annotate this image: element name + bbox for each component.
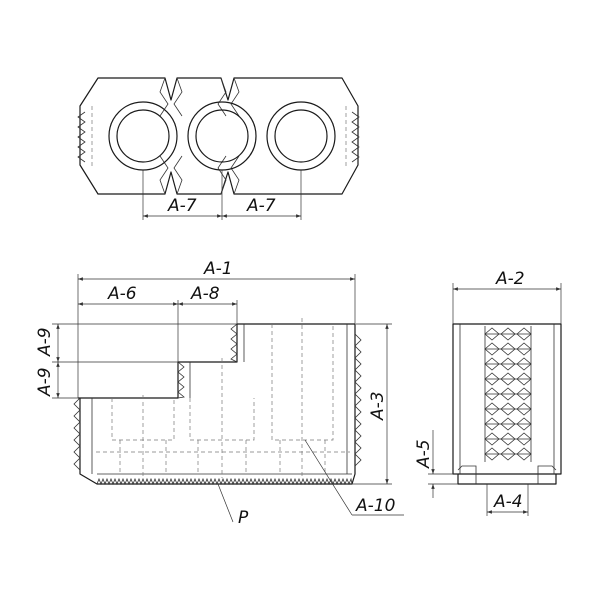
bolt-hole-right (266, 101, 336, 171)
front-view: A-1 A-6 A-8 A-9 A-9 A-3 A-10 P (35, 259, 404, 528)
front-right-serration (354, 333, 362, 467)
label-a6: A-6 (107, 284, 137, 304)
label-a3: A-3 (368, 391, 388, 421)
top-slot-zigzag-left (159, 77, 169, 195)
label-a2: A-2 (495, 269, 525, 289)
step-serration-high (230, 323, 238, 363)
side-view-knurl-pattern (484, 326, 532, 462)
top-view: A-7 A-7 (77, 77, 360, 220)
label-a9-top: A-9 (35, 327, 55, 357)
label-a10: A-10 (355, 496, 395, 516)
label-a4: A-4 (493, 492, 523, 512)
label-a1: A-1 (203, 259, 233, 279)
top-left-serration (77, 111, 86, 163)
top-right-serration (351, 111, 360, 163)
front-left-serration (73, 397, 81, 471)
hidden-bore-mid (189, 398, 255, 474)
label-p: P (238, 508, 249, 528)
label-a5: A-5 (414, 439, 434, 469)
label-a8: A-8 (190, 284, 220, 304)
bolt-hole-center (187, 101, 257, 171)
bottom-serration (96, 477, 353, 486)
step-serration-mid (177, 361, 185, 399)
top-view-outline (79, 77, 359, 195)
hidden-bore-right (271, 324, 334, 474)
label-a7-left: A-7 (167, 196, 197, 216)
front-view-outline (78, 323, 356, 485)
bolt-hole-left (108, 101, 178, 171)
side-view-body (452, 323, 562, 475)
side-view-tongue (457, 474, 557, 485)
label-a7-right: A-7 (246, 196, 276, 216)
side-view: A-2 A-5 A-4 (414, 269, 562, 516)
label-a9-bottom: A-9 (35, 367, 55, 397)
